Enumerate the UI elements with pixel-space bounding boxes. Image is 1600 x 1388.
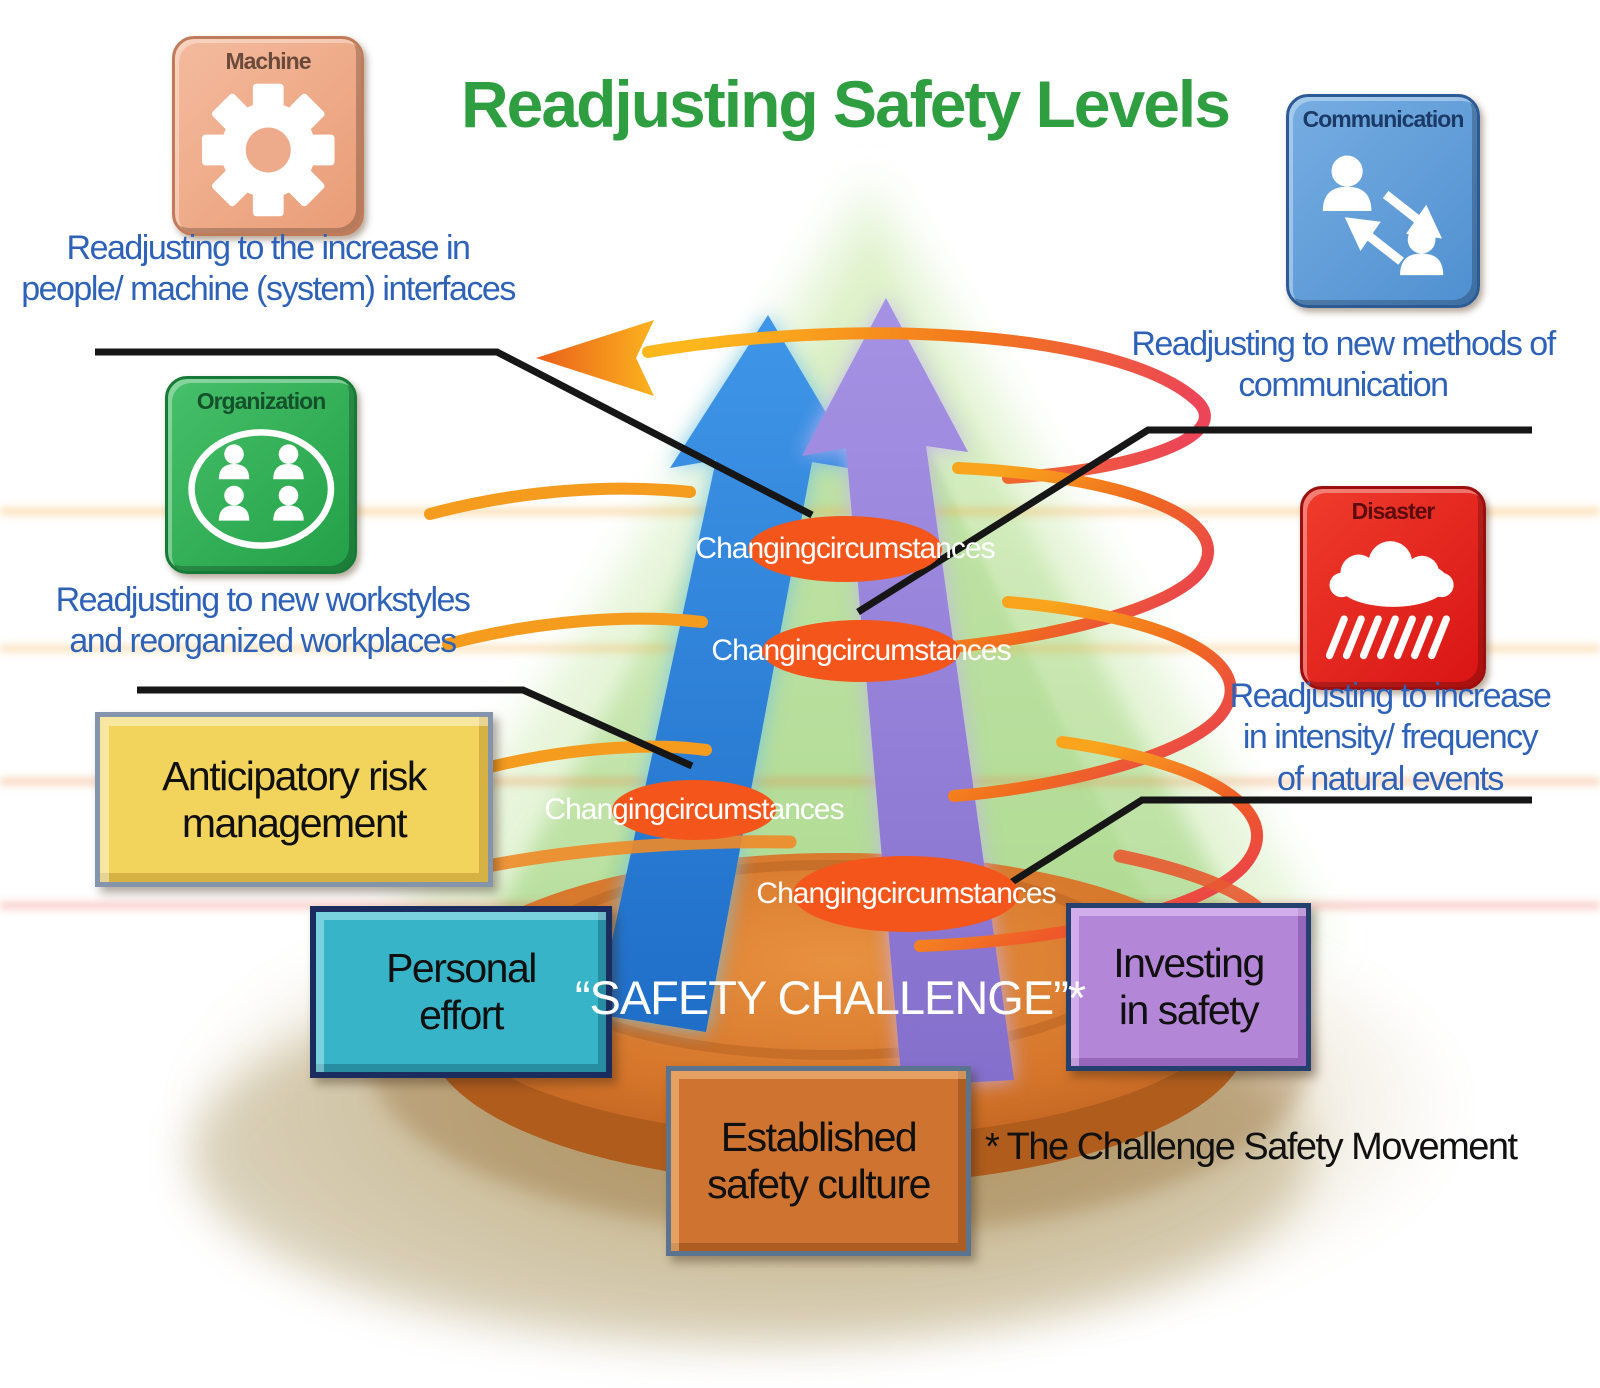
machine-caption: Readjusting to the increase in people/ m…	[18, 228, 518, 311]
box-label-line: management	[181, 799, 408, 846]
box-label-line: Anticipatory risk	[162, 752, 427, 799]
organization-caption: Readjusting to new workstyles and reorga…	[30, 580, 495, 663]
organization-tile-label: Organization	[196, 388, 327, 414]
disaster-caption: Readjusting to increase in intensity/ fr…	[1190, 676, 1590, 800]
disaster-tile: Disaster	[1300, 486, 1486, 690]
changing-circumstances-marker: Changingcircumstances	[711, 620, 1012, 682]
organization-tile: Organization	[165, 376, 357, 574]
established-safety-culture-box: Established safety culture	[666, 1066, 971, 1256]
changing-circumstances-label: Changingcircumstances	[756, 877, 1056, 910]
communication-tile: Communication	[1286, 94, 1480, 308]
spiral-arrowhead-icon	[536, 320, 654, 396]
machine-tile: Machine	[172, 36, 364, 236]
people-group-icon	[188, 429, 334, 549]
machine-tile-label: Machine	[225, 48, 311, 74]
organization-caption-line: Readjusting to new workstyles	[55, 581, 471, 619]
communication-caption-line: Readjusting to new methods of	[1131, 325, 1556, 363]
communication-tile-label: Communication	[1302, 106, 1465, 132]
changing-circumstances-label: Changingcircumstances	[695, 532, 995, 565]
box-label-line: safety culture	[707, 1161, 931, 1207]
changing-circumstances-marker: Changingcircumstances	[756, 856, 1057, 932]
changing-circumstances-marker: Changingcircumstances	[695, 516, 996, 582]
storm-cloud-rain-icon	[1326, 541, 1454, 660]
box-label-line: Investing	[1113, 940, 1265, 987]
disaster-caption-line: of natural events	[1277, 759, 1504, 798]
box-label-line: Personal	[386, 945, 537, 992]
investing-in-safety-box: Investing in safety	[1066, 903, 1311, 1071]
disaster-caption-line: Readjusting to increase	[1229, 677, 1552, 715]
box-label-line: Established	[720, 1114, 918, 1161]
orange-ellipse	[748, 516, 942, 582]
disaster-caption-line: in intensity/ frequency	[1242, 718, 1539, 757]
changing-circumstances-marker: Changingcircumstances	[544, 780, 845, 840]
gear-icon	[201, 83, 335, 217]
organization-caption-line: and reorganized workplaces	[69, 622, 457, 661]
machine-caption-line: Readjusting to the increase in	[66, 229, 471, 267]
communication-caption: Readjusting to new methods of communicat…	[1108, 324, 1578, 407]
changing-circumstances-label: Changingcircumstances	[711, 634, 1011, 667]
orange-ellipse	[762, 620, 960, 682]
orange-ellipse	[612, 780, 776, 840]
disaster-tile-label: Disaster	[1351, 498, 1436, 524]
machine-caption-line: people/ machine (system) interfaces	[21, 270, 516, 309]
diagram-title: Readjusting Safety Levels	[461, 67, 1231, 141]
people-exchange-icon	[1322, 155, 1444, 276]
box-label-line: in safety	[1118, 987, 1260, 1033]
anticipatory-risk-management-box: Anticipatory risk management	[95, 712, 493, 887]
changing-circumstances-label: Changingcircumstances	[544, 793, 844, 826]
orange-ellipse	[793, 856, 1019, 932]
safety-challenge-label: “SAFETY CHALLENGE”*	[574, 971, 1086, 1024]
personal-effort-box: Personal effort	[310, 906, 612, 1078]
box-label-line: effort	[419, 992, 504, 1038]
communication-caption-line: communication	[1238, 366, 1449, 405]
footnote: * The Challenge Safety Movement	[985, 1126, 1518, 1168]
